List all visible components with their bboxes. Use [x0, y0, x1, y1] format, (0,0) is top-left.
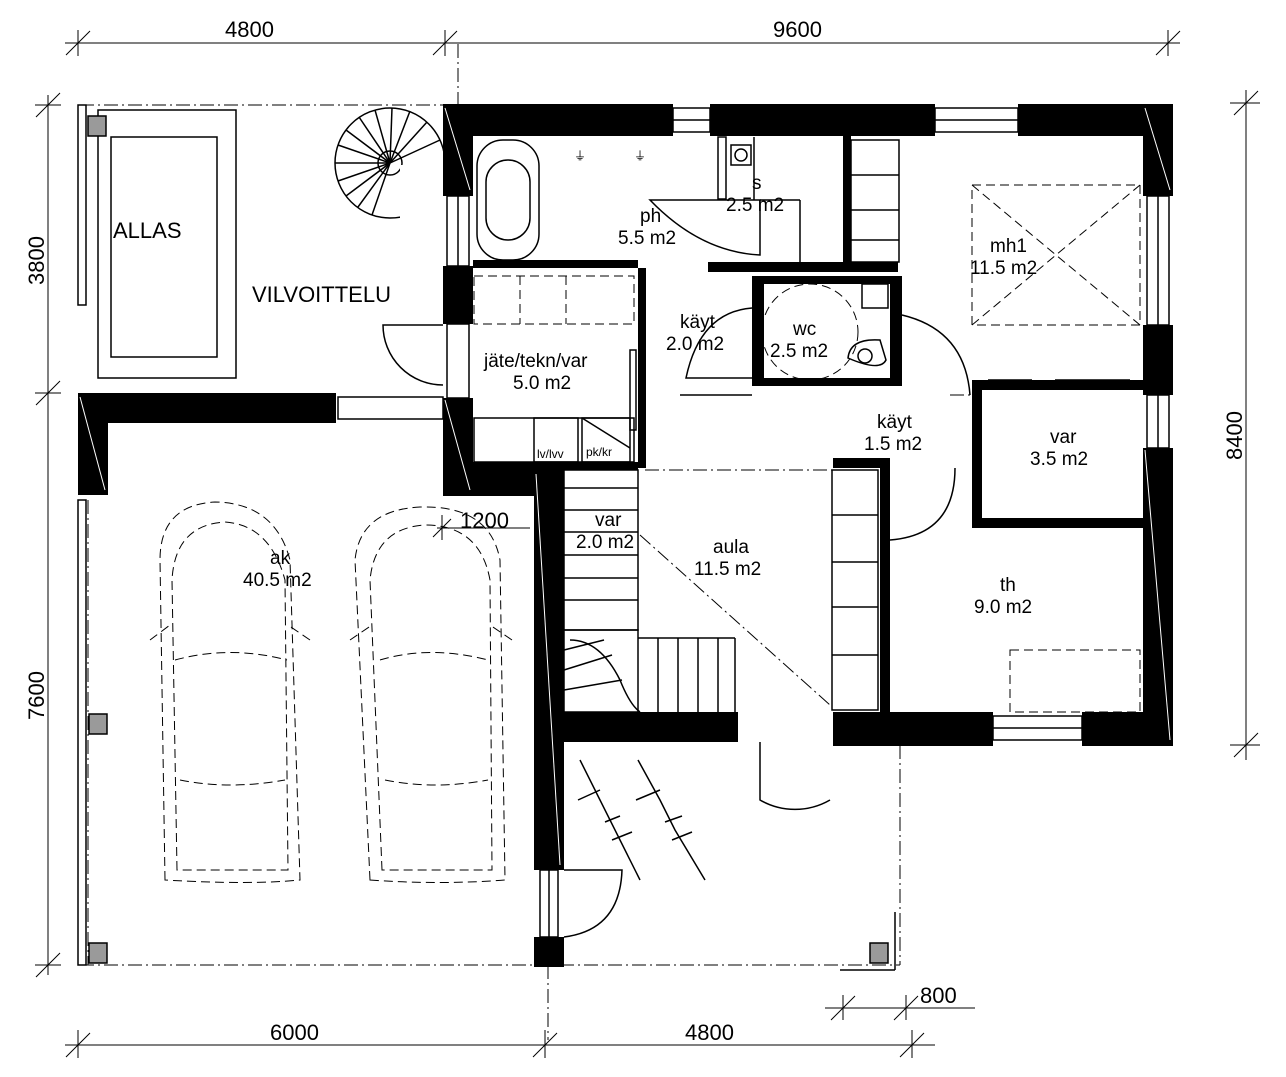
doors — [382, 307, 1130, 938]
pool — [87, 109, 237, 379]
room-area-mh1: 11.5 m2 — [970, 258, 1037, 279]
car-right — [349, 506, 513, 883]
room-area-aula: 11.5 m2 — [694, 559, 761, 580]
dim-bottom-left: 6000 — [270, 1020, 319, 1045]
sauna-benches — [850, 139, 900, 263]
windows — [337, 107, 1170, 938]
spiral-stair — [334, 107, 448, 220]
room-name-var-2: var — [595, 510, 622, 531]
room-area-ph: 5.5 m2 — [618, 228, 676, 249]
dim-top-right: 9600 — [773, 17, 822, 42]
outline-lines — [77, 44, 975, 1040]
main-stair — [563, 469, 736, 713]
car-left — [149, 501, 311, 883]
room-name-th: th — [1000, 575, 1016, 596]
room-area-s: 2.5 m2 — [726, 195, 784, 216]
utility-cabinets — [473, 275, 637, 463]
room-name-kayt-2: käyt — [877, 412, 913, 433]
hall-wardrobe — [831, 469, 879, 711]
room-name-s: s — [752, 173, 762, 194]
room-area-kayt-2: 1.5 m2 — [864, 434, 922, 455]
room-area-th: 9.0 m2 — [974, 597, 1032, 618]
room-name-ph: ph — [640, 206, 661, 227]
dim-left-lower: 7600 — [24, 671, 49, 720]
wall-hatching — [79, 107, 1171, 866]
room-name-allas: ALLAS — [113, 218, 182, 243]
room-name-kayt-1: käyt — [680, 312, 716, 333]
svg-text:⏚: ⏚ — [574, 149, 586, 163]
dim-left-upper: 3800 — [24, 236, 49, 285]
fixture-label-pkkr: pk/kr — [586, 445, 612, 459]
bicycles — [577, 759, 706, 881]
dim-bottom-offset: 800 — [920, 983, 957, 1008]
room-area-var-1: 3.5 m2 — [1030, 449, 1088, 470]
wc-fixtures — [761, 283, 889, 381]
dim-top-left: 4800 — [225, 17, 274, 42]
dim-right: 8400 — [1222, 411, 1247, 460]
bath-fixtures: ⏚ ⏚ — [476, 136, 801, 262]
dim-inner: 1200 — [460, 508, 509, 533]
room-labels: ALLAS VILVOITTELU ph 5.5 m2 s 2.5 m2 mh1… — [113, 173, 1088, 618]
svg-text:⏚: ⏚ — [634, 149, 646, 163]
room-area-wc: 2.5 m2 — [770, 341, 828, 362]
dim-bottom-right: 4800 — [685, 1020, 734, 1045]
room-name-vilvoittelu: VILVOITTELU — [252, 282, 391, 307]
room-name-wc: wc — [792, 319, 816, 340]
room-area-kayt-1: 2.0 m2 — [666, 334, 724, 355]
room-name-aula: aula — [713, 537, 749, 558]
room-name-var-1: var — [1050, 427, 1077, 448]
dimension-labels: 4800 9600 6000 4800 800 1200 3800 7600 8… — [24, 17, 1247, 1045]
fixture-label-lvlvv: lv/lvv — [537, 447, 564, 461]
room-area-ak: 40.5 m2 — [243, 570, 312, 591]
room-area-jate: 5.0 m2 — [513, 373, 571, 394]
dimension-lines — [35, 30, 1260, 1058]
room-name-mh1: mh1 — [990, 236, 1027, 257]
room-area-var-2: 2.0 m2 — [576, 532, 634, 553]
room-name-ak: ak — [270, 548, 291, 569]
room-name-jate: jäte/tekn/var — [483, 351, 588, 372]
